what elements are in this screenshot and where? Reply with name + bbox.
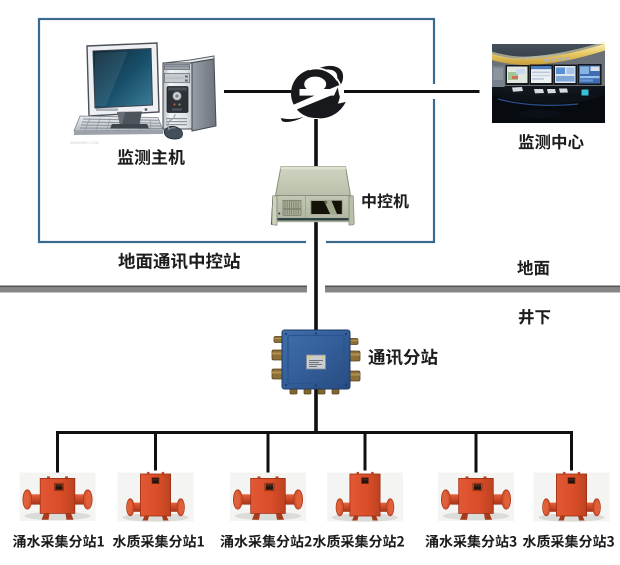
svg-text:WWW.58PIC.COM: WWW.58PIC.COM <box>70 141 99 145</box>
